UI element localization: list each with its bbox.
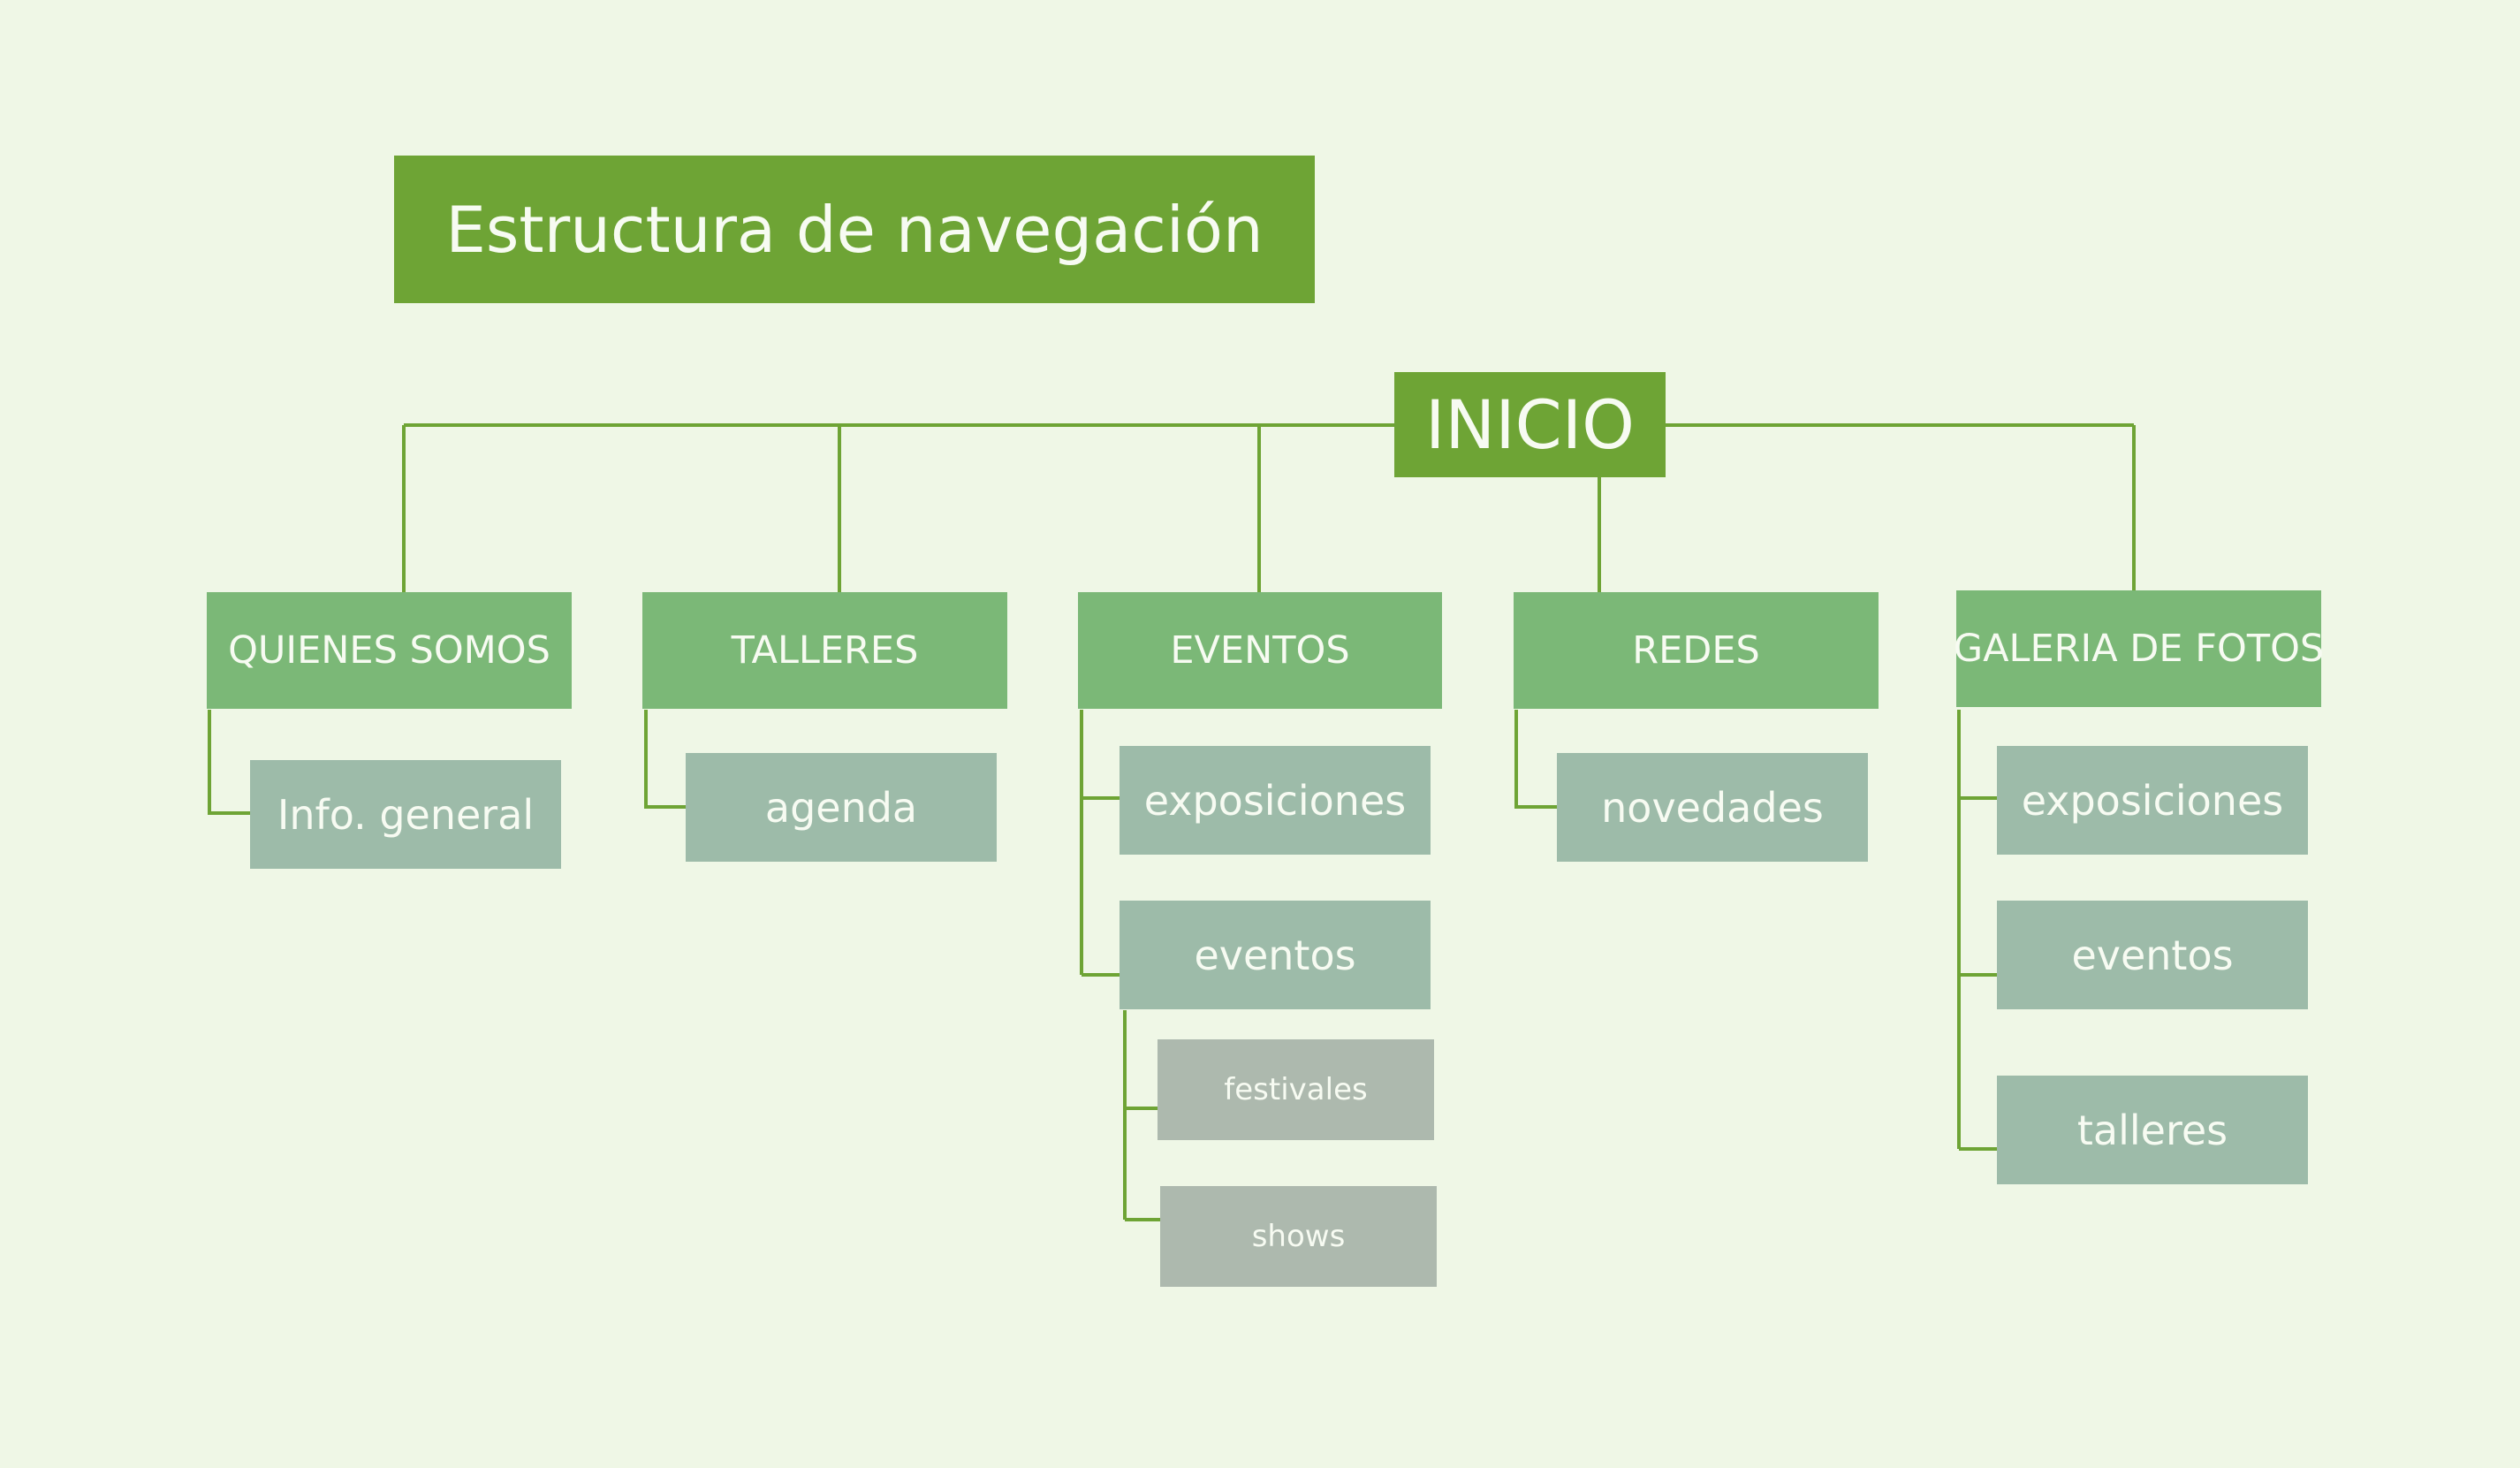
node-shows: shows [1160, 1186, 1437, 1287]
node-galeria-talleres: talleres [1997, 1076, 2308, 1184]
node-quienes-somos: QUIENES SOMOS [207, 592, 572, 709]
diagram-title: Estructura de navegación [394, 156, 1315, 303]
node-festivales: festivales [1158, 1039, 1434, 1140]
node-eventos-eventos: eventos [1120, 901, 1431, 1009]
node-eventos-exposiciones: exposiciones [1120, 746, 1431, 855]
node-inicio: INICIO [1394, 372, 1666, 477]
node-info-general: Info. general [250, 760, 561, 869]
connector-novedades [1514, 710, 1558, 809]
node-eventos: EVENTOS [1078, 592, 1442, 709]
node-galeria-de-fotos: GALERIA DE FOTOS [1954, 590, 2324, 707]
node-novedades: novedades [1557, 753, 1868, 862]
node-galeria-eventos: eventos [1997, 901, 2308, 1009]
connector-agenda [644, 710, 687, 809]
node-talleres: TALLERES [642, 592, 1007, 709]
node-agenda: agenda [686, 753, 997, 862]
node-redes: REDES [1514, 592, 1879, 709]
node-galeria-exposiciones: exposiciones [1997, 746, 2308, 855]
connector-info-general [208, 710, 251, 815]
